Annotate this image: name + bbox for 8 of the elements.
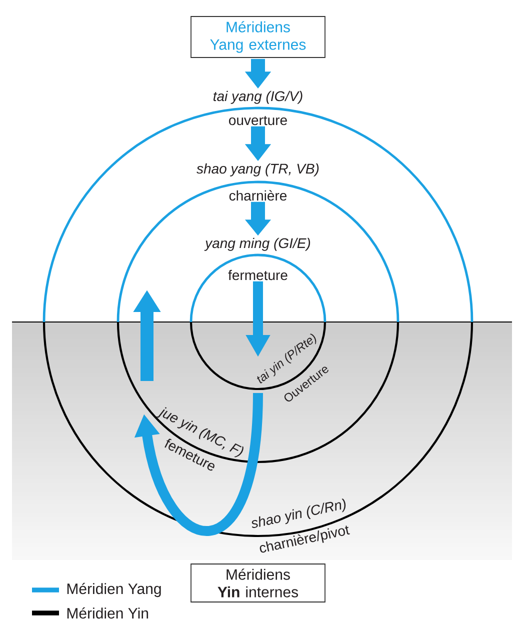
legend-label: Méridien Yang: [67, 582, 161, 598]
arc-label: tai yang (IG/V) ouverture: [214, 90, 302, 126]
arrow: [134, 392, 263, 536]
label-box: Méridiens Yin internes: [190, 564, 326, 602]
label-box: Méridiens Yang externes: [190, 16, 326, 58]
legend-label: Méridien Yin: [67, 607, 148, 619]
arc-label: shao yang (TR, VB) charnière: [196, 163, 319, 201]
arc-label: yang ming (GI/E) fermeture: [204, 238, 310, 280]
